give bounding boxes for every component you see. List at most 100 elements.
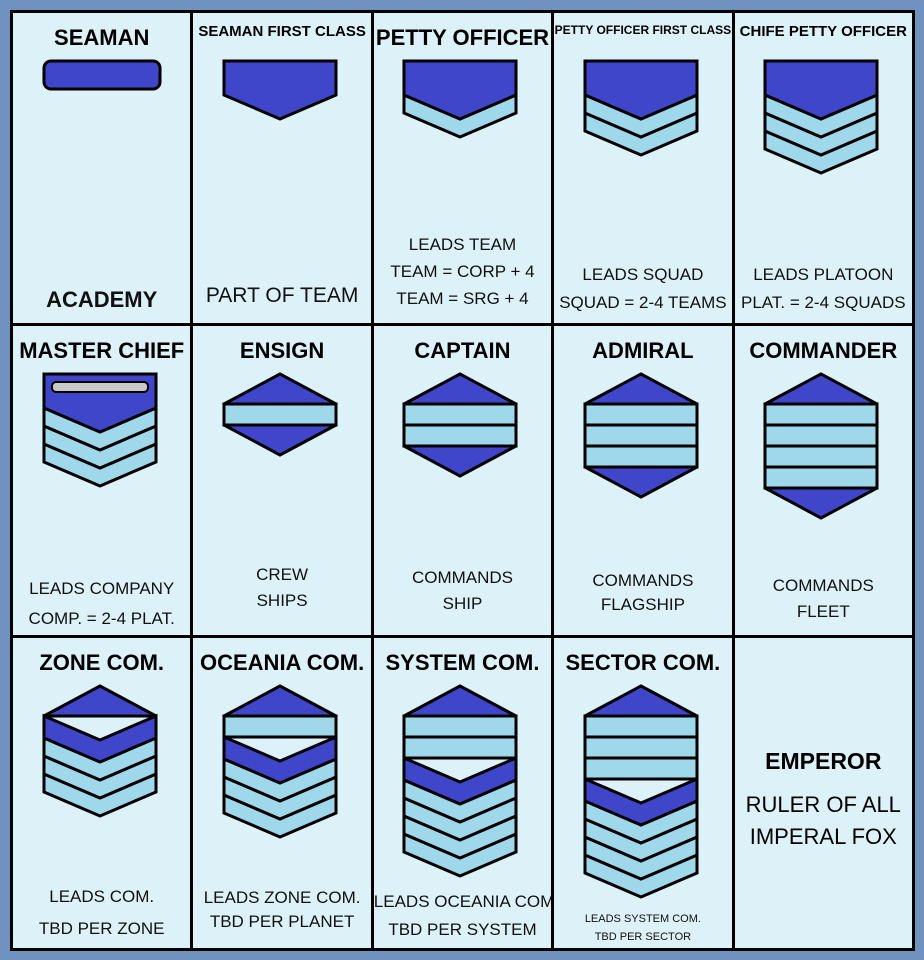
light-bar — [583, 423, 699, 448]
light-bar — [222, 714, 338, 739]
rank-description: LEADS SQUAD SQUAD = 2-4 TEAMS — [554, 261, 731, 317]
rank-description: LEADS ZONE COM. TBD PER PLANET — [193, 886, 370, 934]
blue-top-triangle — [584, 684, 698, 718]
blue-top-triangle — [764, 371, 878, 406]
description-line: LEADS ZONE COM. — [203, 888, 361, 908]
blue-bottom-triangle — [223, 423, 337, 457]
rank-cell-zone-com: ZONE COM. LEADS COM. TBD PER ZONE — [13, 638, 191, 948]
description-line: LEADS TEAM — [408, 235, 517, 254]
light-bar — [402, 402, 518, 427]
description-line: TBD PER SECTOR — [594, 931, 692, 944]
rank-insignia — [402, 684, 518, 878]
description-line: PLAT. = 2-4 SQUADS — [741, 293, 906, 312]
light-bar — [763, 444, 879, 469]
light-bar — [402, 714, 518, 739]
light-bar — [402, 423, 518, 448]
rank-description: LEADS SYSTEM COM. TBD PER SECTOR — [554, 910, 731, 946]
description-line: TBD PER PLANET — [209, 912, 355, 932]
blue-bottom-triangle — [584, 465, 698, 499]
description-line: TEAM = CORP + 4 — [390, 262, 535, 281]
rank-cell-chife-petty-officer: CHIFE PETTY OFFICER LEADS PLATOON PLAT. = … — [734, 13, 912, 323]
light-bar — [402, 735, 518, 760]
blue-cap — [402, 59, 518, 121]
rank-description: LEADS COM. TBD PER ZONE — [13, 881, 190, 945]
rank-insignia — [763, 59, 879, 175]
rank-cell-system-com: SYSTEM COM. LEADS OCEANIA COM.TBD PER SYS… — [373, 638, 552, 948]
rank-title: ADMIRAL — [592, 337, 694, 363]
rank-insignia — [763, 371, 879, 520]
light-bar — [583, 756, 699, 781]
light-bar — [583, 714, 699, 739]
rank-insignia — [222, 371, 338, 457]
silver-bar — [50, 380, 149, 393]
description-line: LEADS COMPANY — [29, 578, 175, 598]
light-bar — [763, 465, 879, 490]
description-line: TEAM = SRG + 4 — [396, 289, 529, 308]
light-bar — [583, 444, 699, 469]
rank-description: LEADS PLATOON PLAT. = 2-4 SQUADS — [735, 261, 912, 317]
rank-insignia — [222, 59, 338, 121]
description-line: SQUAD = 2-4 TEAMS — [559, 293, 727, 312]
rank-cell-petty-officer-first-class: PETTY OFFICER FIRST CLASS LEADS SQUAD SQUA… — [554, 13, 732, 323]
blue-bottom-triangle — [764, 486, 878, 520]
description-line: LEADS PLATOON — [753, 265, 894, 284]
rank-cell-sector-com: SECTOR COM. LEADS SYSTEM COM. TBD PER SECT… — [554, 638, 732, 948]
description-line: IMPERAL FOX — [749, 824, 897, 850]
rank-insignia — [42, 59, 162, 91]
blue-top-triangle — [403, 371, 518, 406]
blue-chevron — [583, 777, 699, 827]
rank-title: EMPEROR — [765, 748, 882, 775]
blue-top-triangle — [584, 371, 698, 406]
blue-top-triangle — [223, 684, 337, 718]
description-line: TBD PER ZONE — [38, 919, 165, 939]
description-line: LEADS COM. — [49, 887, 155, 907]
rank-insignia — [583, 684, 699, 899]
light-bar — [583, 402, 699, 427]
rank-insignia — [222, 684, 338, 839]
rank-insignia — [402, 371, 518, 478]
rank-title: COMMANDER — [749, 337, 898, 363]
rank-insignia — [402, 59, 518, 139]
light-bar — [222, 402, 338, 427]
rank-title: SEAMAN FIRST CLASS — [198, 23, 366, 40]
rank-insignia — [42, 684, 158, 818]
blue-top-triangle — [403, 684, 518, 718]
description-line: FLAGSHIP — [600, 594, 685, 614]
rank-description: PART OF TEAM — [193, 281, 370, 311]
light-bar — [763, 402, 879, 427]
rank-description: ACADEMY — [13, 285, 190, 315]
rank-title: PETTY OFFICER FIRST CLASS — [554, 23, 732, 37]
blue-cap — [222, 59, 338, 121]
rank-title: CHIFE PETTY OFFICER — [739, 23, 907, 40]
rank-title: ENSIGN — [239, 337, 325, 363]
rank-description: COMMANDS SHIP — [374, 565, 551, 617]
blue-bottom-triangle — [403, 444, 518, 478]
rank-title: ZONE COM. — [39, 650, 165, 676]
rank-description: LEADS OCEANIA COM.TBD PER SYSTEM — [374, 888, 551, 944]
rank-title: SECTOR COM. — [565, 650, 721, 676]
description-line: LEADS SYSTEM COM. — [584, 913, 701, 926]
rank-title: SYSTEM COM. — [385, 650, 540, 676]
blue-chevron — [42, 714, 158, 764]
description-line: COMMANDS — [411, 567, 514, 587]
description-line: LEADS SQUAD — [582, 265, 704, 284]
seaman-bar — [42, 59, 162, 91]
description-line: SHIP — [442, 593, 483, 613]
description-line: CREW — [256, 564, 309, 584]
light-bar — [763, 423, 879, 448]
